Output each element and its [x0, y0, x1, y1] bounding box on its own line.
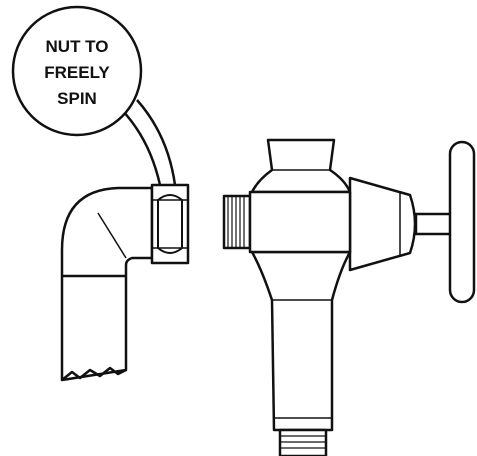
callout-tail: [121, 99, 177, 186]
elbow-pipe: [60, 186, 154, 382]
valve-top-cap: [250, 138, 352, 194]
valve-main-body: [248, 190, 352, 254]
handle-stem: [414, 212, 456, 236]
callout-circle: [11, 5, 143, 137]
hex-nut: [150, 183, 190, 265]
valve-lower-body: [250, 250, 352, 432]
callout-line-3: SPIN: [57, 89, 97, 108]
pipe-cut-edge: [61, 366, 127, 381]
nut-face: [157, 194, 183, 254]
handle-wheel: [448, 140, 476, 304]
callout-bubble: [11, 5, 177, 186]
inlet-threads: [227, 197, 245, 247]
callout-line-2: FREELY: [44, 63, 110, 82]
outlet-threads: [280, 435, 326, 449]
valve-threaded-outlet: [278, 428, 328, 456]
callout-line-1: NUT TO: [46, 37, 109, 56]
elbow-crease: [97, 212, 127, 259]
elbow-body: [60, 186, 154, 382]
valve-bonnet: [348, 176, 417, 272]
valve: [222, 138, 476, 456]
